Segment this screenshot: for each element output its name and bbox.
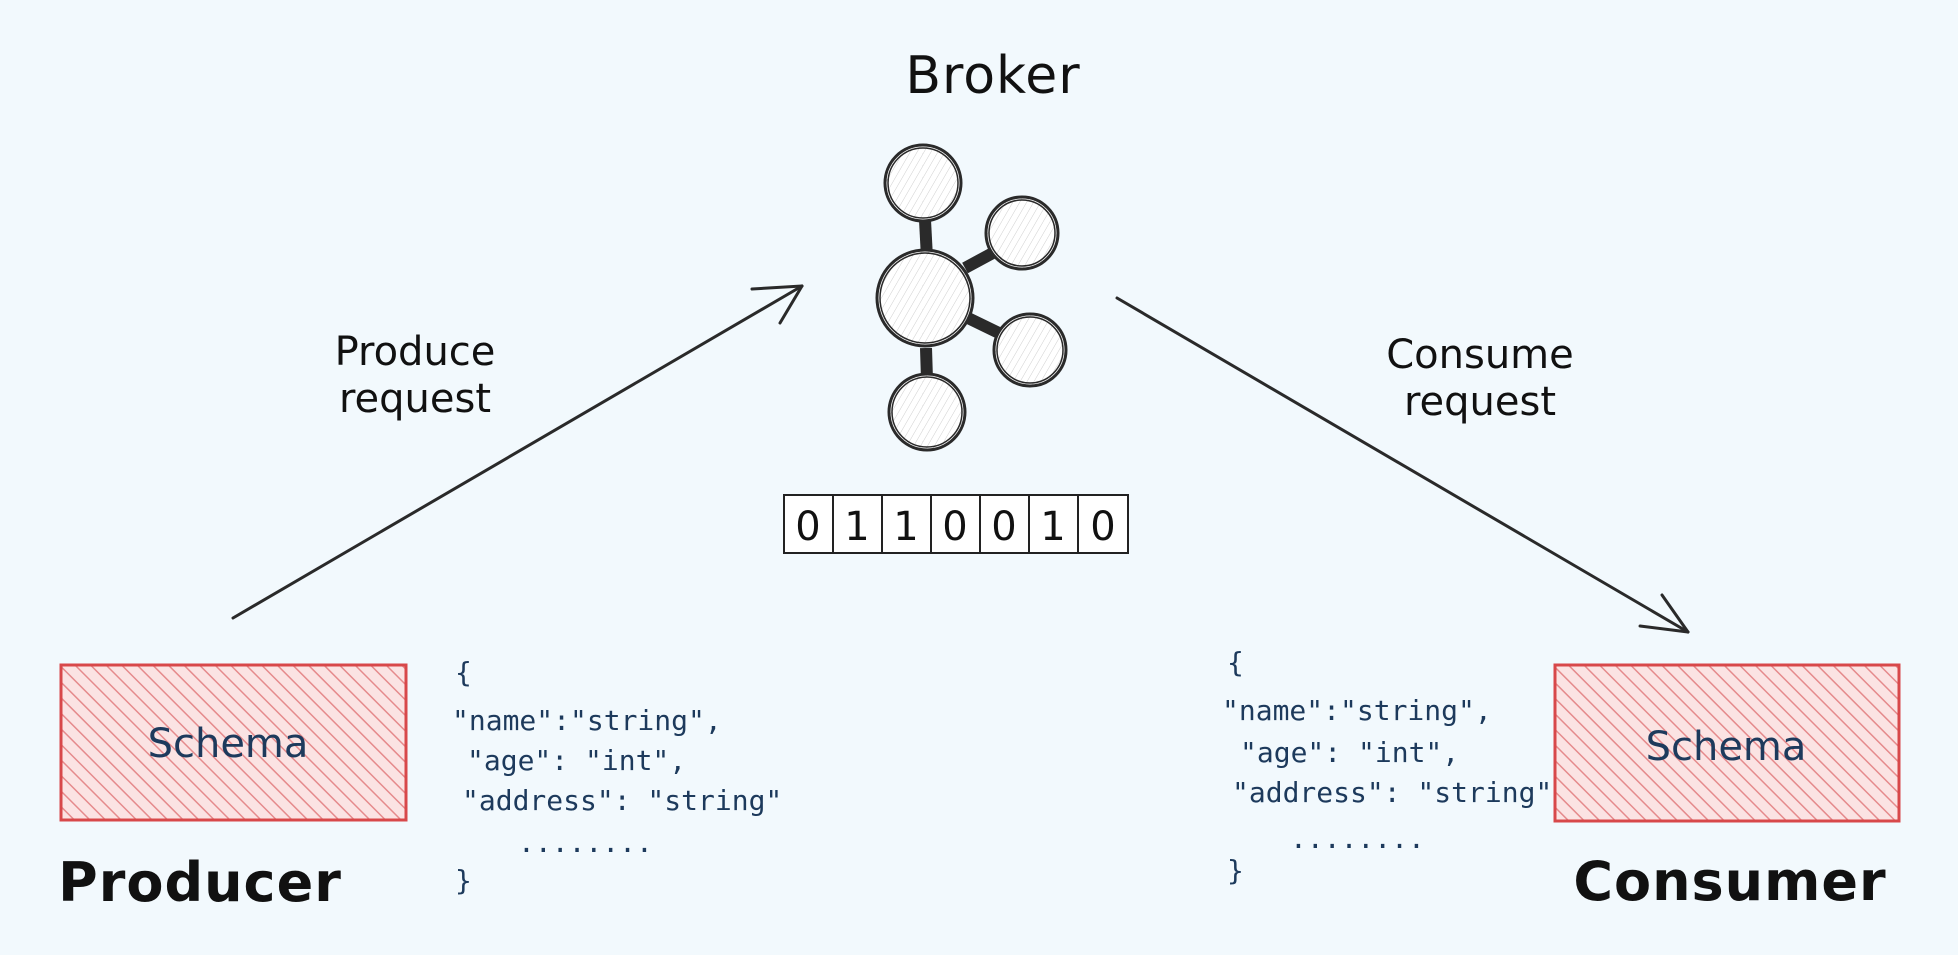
producer-title: Producer [58, 851, 342, 914]
consumer-title: Consumer [1573, 850, 1886, 913]
json-ellipsis: ........ [518, 826, 653, 859]
consume-request-label: Consume [1386, 332, 1574, 378]
bit: 1 [1040, 504, 1065, 550]
json-address-line: "address": "string" [462, 784, 782, 817]
json-open-brace: { [455, 656, 472, 689]
bit: 0 [991, 504, 1016, 550]
consumer-schema-label: Schema [1646, 724, 1807, 770]
bit: 0 [795, 504, 820, 550]
consumer-schema-box: Schema [1553, 663, 1901, 823]
produce-request-label: Produce [335, 329, 496, 375]
json-address-line: "address": "string" [1232, 776, 1552, 809]
producer-schema-box: Schema [59, 663, 408, 822]
json-close-brace: } [1227, 854, 1244, 887]
consume-arrow [1115, 296, 1690, 634]
kafka-broker-icon [875, 143, 1068, 452]
json-close-brace: } [455, 864, 472, 897]
bit: 1 [893, 504, 918, 550]
consumer-schema-json: { "name":"string", "age": "int", "addres… [1222, 646, 1552, 887]
produce-request-label-line2: request [339, 376, 491, 422]
json-age-line: "age": "int", [467, 744, 686, 777]
bit: 0 [1090, 504, 1115, 550]
json-name-line: "name":"string", [1222, 694, 1492, 727]
json-name-line: "name":"string", [452, 704, 722, 737]
bit: 1 [844, 504, 869, 550]
json-age-line: "age": "int", [1240, 736, 1459, 769]
produce-arrow [231, 284, 804, 620]
consume-request-label-line2: request [1404, 379, 1556, 425]
producer-schema-label: Schema [148, 721, 309, 767]
json-ellipsis: ........ [1290, 822, 1425, 855]
json-open-brace: { [1227, 646, 1244, 679]
binary-payload: 0 1 1 0 0 1 0 [783, 494, 1129, 554]
broker-title: Broker [905, 46, 1080, 106]
producer-schema-json: { "name":"string", "age": "int", "addres… [452, 656, 782, 897]
bit: 0 [942, 504, 967, 550]
